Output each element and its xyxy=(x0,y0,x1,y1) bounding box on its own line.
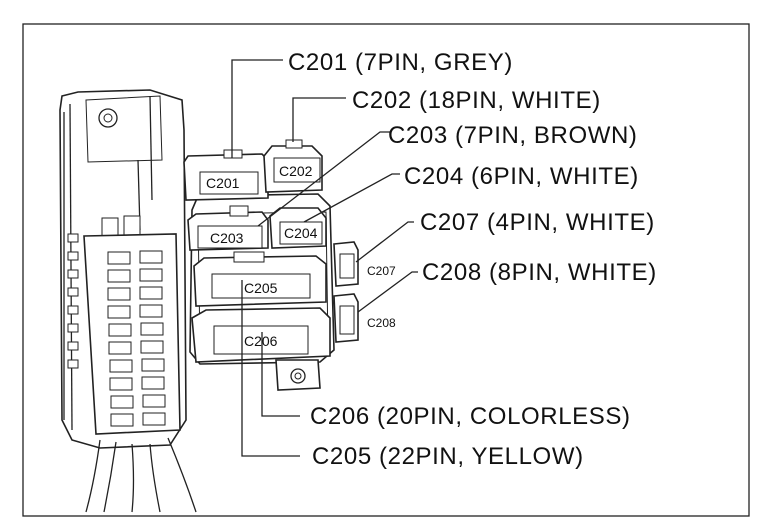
callout-c205: C205 (22PIN, YELLOW) xyxy=(312,443,584,470)
block-bolt-icon xyxy=(290,368,306,384)
connector-c202: C202 xyxy=(263,139,323,193)
tag-c202: C202 xyxy=(279,163,313,179)
connector-c201: C201 xyxy=(183,149,269,201)
leader-lines xyxy=(231,59,418,457)
mounting-bolt-icon xyxy=(98,108,118,128)
callout-c204: C204 (6PIN, WHITE) xyxy=(404,163,639,190)
connector-c205: C205 xyxy=(193,251,327,307)
tag-c203: C203 xyxy=(210,230,244,246)
fuse-panel xyxy=(59,89,197,513)
tag-c201: C201 xyxy=(206,175,240,191)
tag-c207: C207 xyxy=(367,264,396,278)
callout-c203: C203 (7PIN, BROWN) xyxy=(388,122,638,149)
diagram-frame xyxy=(22,23,750,517)
callout-c201: C201 (7PIN, GREY) xyxy=(288,49,513,76)
fuse-slots xyxy=(107,250,166,427)
connector-c207: C207 xyxy=(333,241,396,287)
callout-c207: C207 (4PIN, WHITE) xyxy=(420,209,655,236)
tag-c206: C206 xyxy=(244,333,278,349)
connector-c206: C206 xyxy=(191,307,331,363)
connector-block: C201 C202 C203 C204 C205 xyxy=(183,139,396,391)
tag-c205: C205 xyxy=(244,280,278,296)
callout-c208: C208 (8PIN, WHITE) xyxy=(422,259,657,286)
connector-c203: C203 xyxy=(187,205,269,251)
callout-labels: C201 (7PIN, GREY) C202 (18PIN, WHITE) C2… xyxy=(288,49,657,470)
tag-c208: C208 xyxy=(367,316,396,330)
connector-c208: C208 xyxy=(333,293,396,343)
fuse-panel-ribs xyxy=(67,233,79,369)
callout-c202: C202 (18PIN, WHITE) xyxy=(352,87,601,114)
tag-c204: C204 xyxy=(284,225,318,241)
callout-c206: C206 (20PIN, COLORLESS) xyxy=(310,403,631,430)
